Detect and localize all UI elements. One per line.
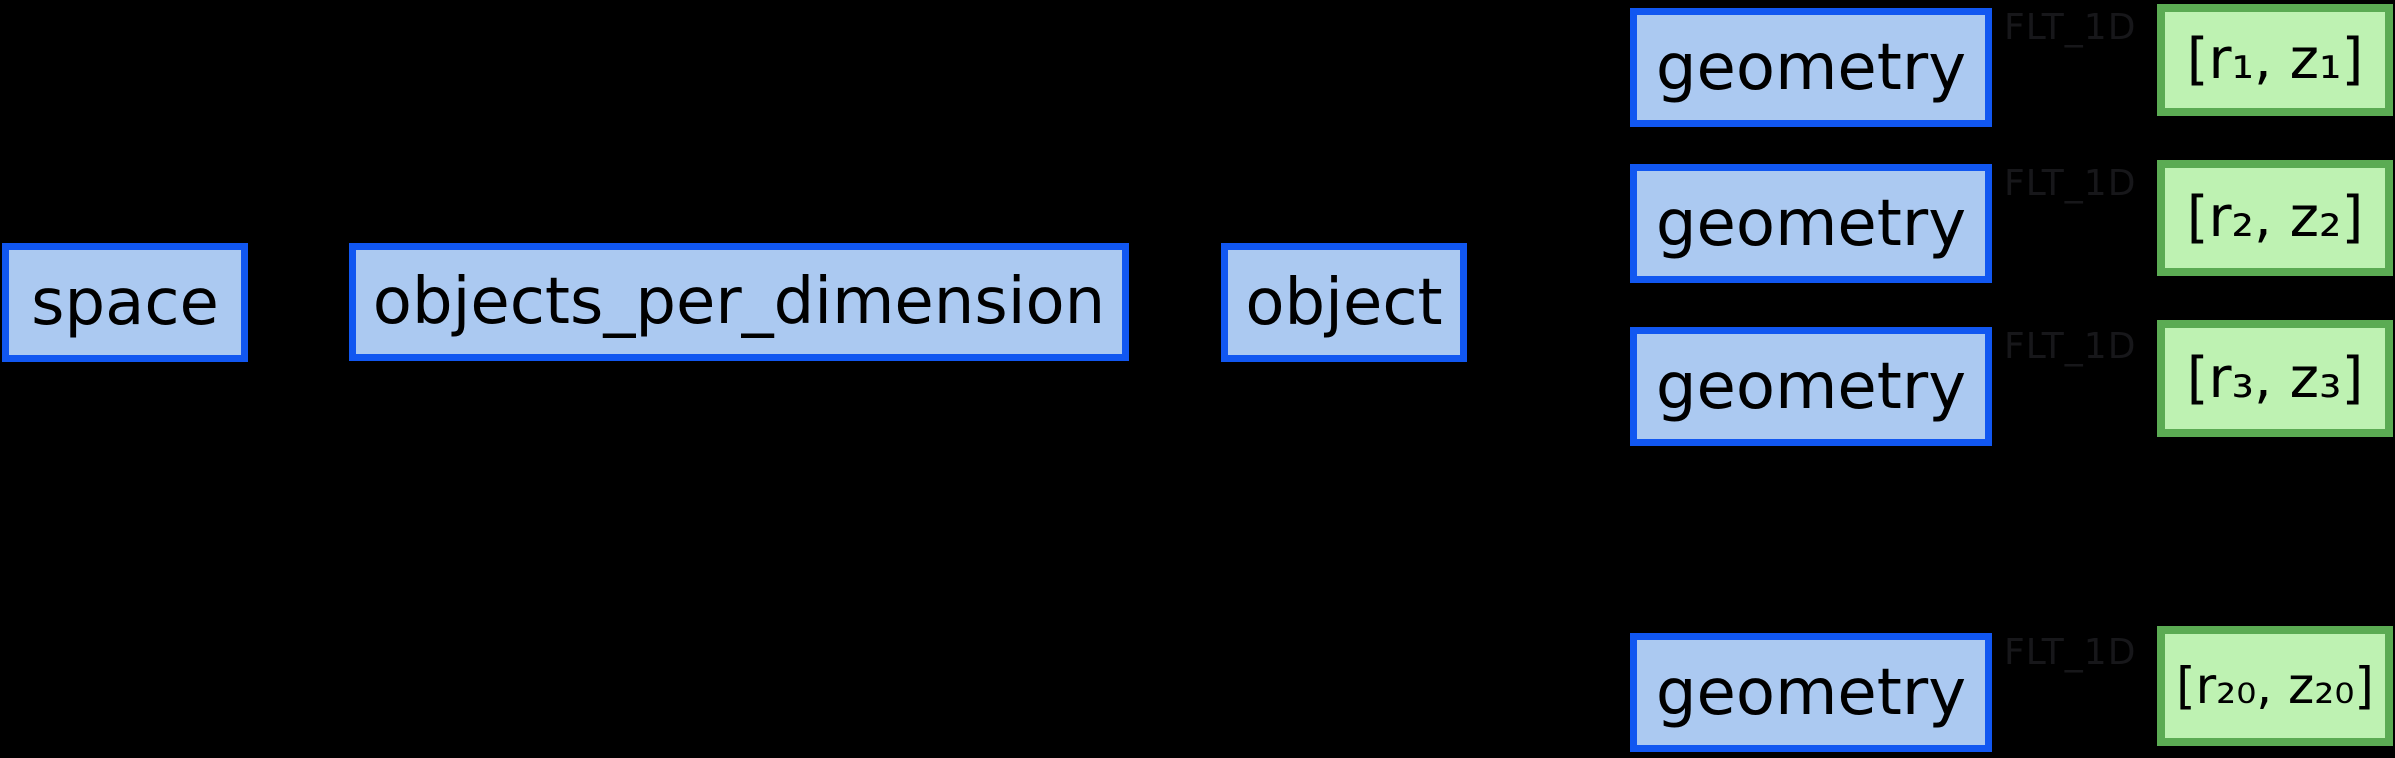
node-geometry: geometry [1630,8,1992,127]
edge-label-flt-1d: FLT_1D [2004,163,2137,204]
node-objects-per-dimension: objects_per_dimension [349,243,1129,361]
node-geometry: geometry [1630,164,1992,283]
node-space: space [2,243,248,362]
node-geometry: geometry [1630,633,1992,752]
value-box: [r₁, z₁] [2157,4,2393,116]
value-box: [r₂₀, z₂₀] [2157,626,2393,746]
edge-label-flt-1d: FLT_1D [2004,326,2137,367]
value-box: [r₂, z₂] [2157,160,2393,276]
node-geometry: geometry [1630,327,1992,446]
edge-label-flt-1d: FLT_1D [2004,7,2137,48]
value-box: [r₃, z₃] [2157,320,2393,437]
edge-label-flt-1d: FLT_1D [2004,632,2137,673]
node-object: object [1221,243,1467,362]
